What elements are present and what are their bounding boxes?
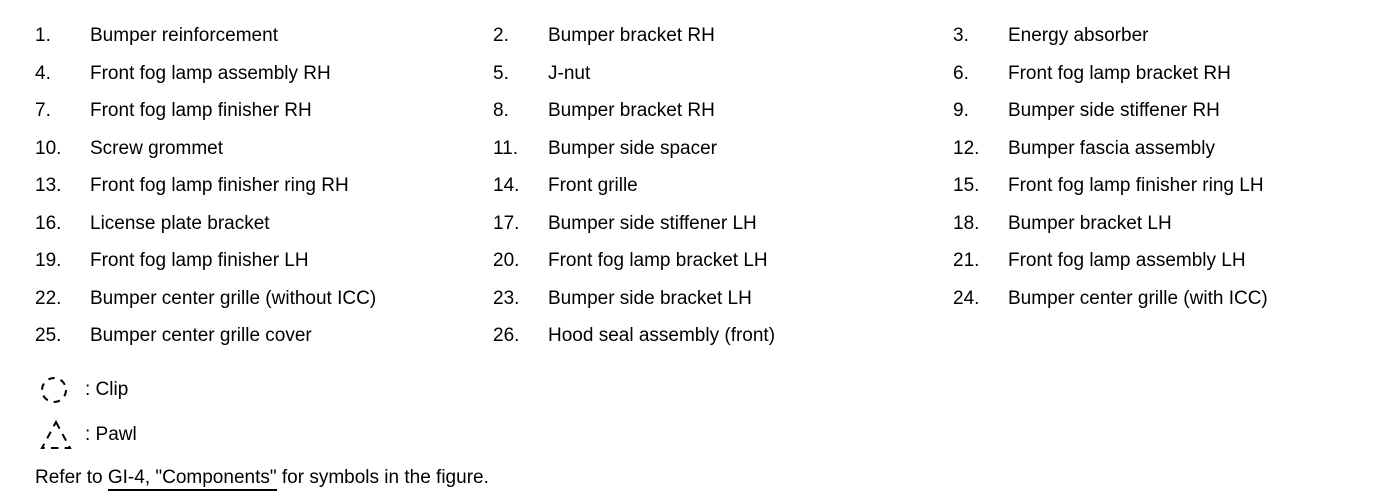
part-number: 23.: [493, 287, 520, 309]
part-item: 21. Front fog lamp assembly LH: [953, 249, 1376, 273]
part-item: 10. Screw grommet: [35, 137, 493, 161]
reference-note: Refer to GI-4, "Components" for symbols …: [35, 466, 1376, 491]
part-label: Front fog lamp finisher ring RH: [90, 175, 349, 196]
part-number: 15.: [953, 175, 980, 196]
part-number: 17.: [493, 212, 520, 234]
part-item: 9. Bumper side stiffener RH: [953, 99, 1376, 123]
pawl-dashed-triangle-icon: [39, 419, 73, 451]
symbol-row-pawl: : Pawl: [35, 412, 1376, 458]
part-item: 6. Front fog lamp bracket RH: [953, 62, 1376, 86]
part-item: 17. Bumper side stiffener LH: [493, 212, 953, 236]
part-number: 10.: [35, 137, 62, 159]
part-item: 18. Bumper bracket LH: [953, 212, 1376, 236]
symbol-label: : Pawl: [85, 423, 137, 445]
part-number: 4.: [35, 62, 51, 84]
part-number: 19.: [35, 250, 62, 271]
part-item: 16. License plate bracket: [35, 212, 493, 236]
part-label: Bumper reinforcement: [90, 25, 278, 46]
part-label: Bumper bracket RH: [548, 100, 715, 121]
part-label: Bumper side bracket LH: [548, 287, 752, 309]
part-number: 9.: [953, 100, 969, 121]
part-item: 20. Front fog lamp bracket LH: [493, 249, 953, 273]
part-label: Front fog lamp assembly LH: [1008, 250, 1246, 271]
part-item: 1. Bumper reinforcement: [35, 24, 493, 48]
clip-dashed-circle-icon: [39, 375, 73, 405]
part-number: 16.: [35, 212, 62, 234]
part-item: 3. Energy absorber: [953, 24, 1376, 48]
part-label: Front fog lamp bracket RH: [1008, 62, 1231, 84]
part-number: 3.: [953, 25, 969, 46]
reference-suffix: for symbols in the figure.: [276, 466, 489, 488]
part-item: 25. Bumper center grille cover: [35, 324, 493, 348]
part-number: 5.: [493, 62, 509, 84]
part-label: Bumper fascia assembly: [1008, 137, 1215, 159]
part-label: License plate bracket: [90, 212, 270, 234]
part-number: 22.: [35, 287, 62, 309]
part-label: Bumper center grille (without ICC): [90, 287, 377, 309]
part-number: 21.: [953, 250, 980, 271]
part-label: Bumper side spacer: [548, 137, 717, 159]
part-label: J-nut: [548, 62, 591, 84]
part-label: Front fog lamp finisher RH: [90, 100, 312, 121]
part-item: 13. Front fog lamp finisher ring RH: [35, 174, 493, 198]
part-number: 12.: [953, 137, 980, 159]
part-item: 12. Bumper fascia assembly: [953, 137, 1376, 161]
part-item: 7. Front fog lamp finisher RH: [35, 99, 493, 123]
part-item: 23. Bumper side bracket LH: [493, 287, 953, 311]
reference-prefix: Refer to: [35, 466, 108, 488]
part-label: Hood seal assembly (front): [548, 325, 776, 346]
part-item: 4. Front fog lamp assembly RH: [35, 62, 493, 86]
part-number: 6.: [953, 62, 969, 84]
part-label: Bumper center grille (with ICC): [1008, 287, 1268, 309]
part-number: 11.: [493, 137, 519, 159]
part-item: 2. Bumper bracket RH: [493, 24, 953, 48]
reference-link[interactable]: GI-4, "Components": [107, 466, 277, 491]
part-number: 13.: [35, 175, 62, 196]
part-item: 26. Hood seal assembly (front): [493, 324, 953, 348]
part-label: Energy absorber: [1008, 25, 1149, 46]
part-number: 25.: [35, 325, 62, 346]
part-label: Front fog lamp bracket LH: [548, 250, 768, 271]
part-item: 5. J-nut: [493, 62, 953, 86]
part-item: 8. Bumper bracket RH: [493, 99, 953, 123]
part-label: Bumper side stiffener RH: [1008, 100, 1220, 121]
part-label: Bumper center grille cover: [90, 325, 312, 346]
part-number: 20.: [493, 250, 520, 271]
part-number: 8.: [493, 100, 509, 121]
part-number: 1.: [35, 25, 51, 46]
part-item: 19. Front fog lamp finisher LH: [35, 249, 493, 273]
part-label: Front fog lamp assembly RH: [90, 62, 331, 84]
part-label: Bumper bracket LH: [1008, 212, 1172, 234]
part-label: Front grille: [548, 175, 638, 196]
part-number: 26.: [493, 325, 520, 346]
part-label: Screw grommet: [90, 137, 224, 159]
parts-list: 1. Bumper reinforcement 2. Bumper bracke…: [35, 24, 1376, 362]
part-item: 15. Front fog lamp finisher ring LH: [953, 174, 1376, 198]
part-number: 14.: [493, 175, 520, 196]
symbol-label: : Clip: [85, 378, 129, 400]
part-number: 24.: [953, 287, 980, 309]
part-label: Bumper bracket RH: [548, 25, 715, 46]
part-label: Front fog lamp finisher LH: [90, 250, 309, 271]
part-number: 2.: [493, 25, 509, 46]
symbol-key: : Clip : Pawl: [35, 368, 1376, 458]
part-number: 18.: [953, 212, 980, 234]
part-number: 7.: [35, 100, 51, 121]
part-item: 24. Bumper center grille (with ICC): [953, 287, 1376, 311]
symbol-row-clip: : Clip: [35, 368, 1376, 412]
part-label: Bumper side stiffener LH: [548, 212, 757, 234]
part-item: 22. Bumper center grille (without ICC): [35, 287, 493, 311]
part-label: Front fog lamp finisher ring LH: [1008, 175, 1264, 196]
part-item: 14. Front grille: [493, 174, 953, 198]
part-item: 11. Bumper side spacer: [493, 137, 953, 161]
